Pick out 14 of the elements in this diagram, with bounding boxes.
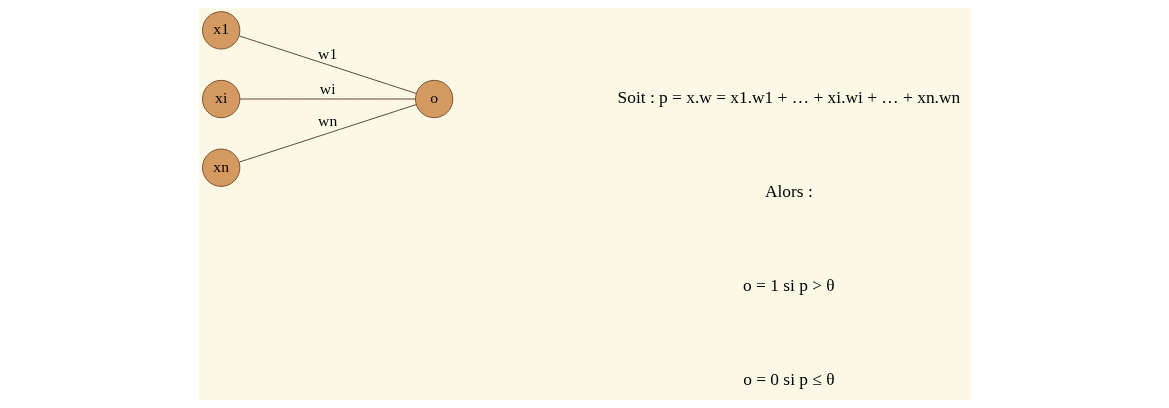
label: Soit : p = x.w = x1.w1 + … + xi.wi + … + xn.wn bbox=[617, 88, 960, 108]
node-circle: x1 bbox=[201, 11, 240, 50]
connector bbox=[238, 35, 416, 94]
label: Alors : bbox=[764, 182, 813, 202]
label: o = 0 si p ≤ θ bbox=[742, 370, 835, 390]
edge-label: wi bbox=[319, 80, 335, 98]
edge-label: wn bbox=[317, 112, 337, 130]
node-circle: xi bbox=[201, 79, 240, 119]
node-circle: o bbox=[414, 79, 453, 119]
connector bbox=[239, 98, 416, 100]
node-circle: xn bbox=[201, 148, 240, 187]
connector bbox=[238, 104, 416, 163]
label: o = 1 si p > θ bbox=[742, 276, 835, 296]
edge-label: w1 bbox=[317, 44, 337, 62]
